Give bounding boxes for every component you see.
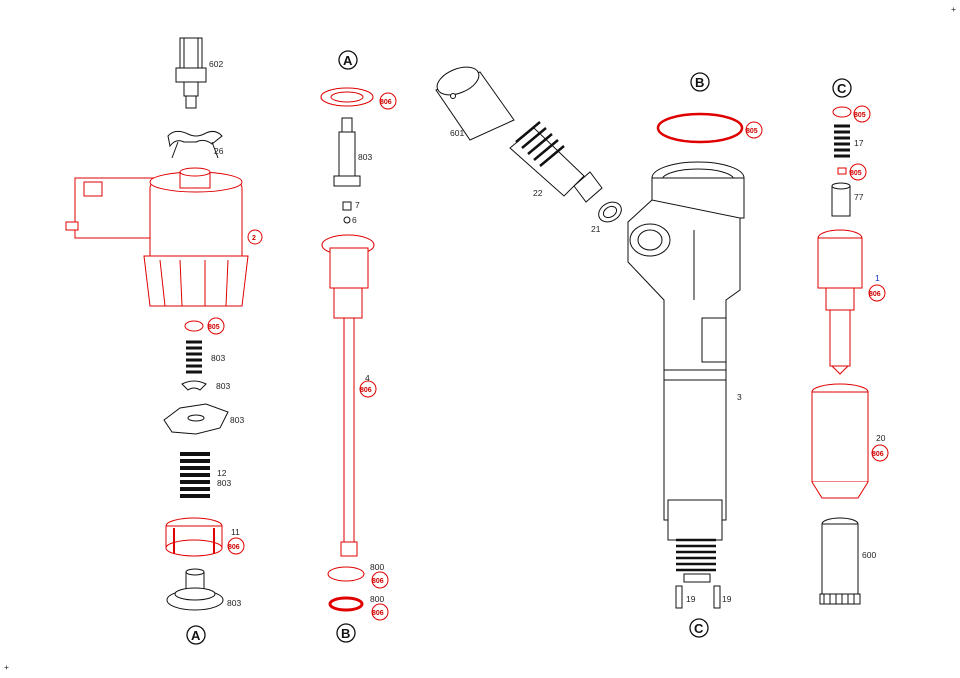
part-label-77: 77 [854, 192, 864, 202]
clip-leg-right [211, 141, 219, 159]
corner-marker-top-right: + [951, 4, 956, 14]
shim-800a [327, 566, 365, 582]
part-label-600: 600 [862, 550, 876, 560]
clip-leg-left [171, 141, 179, 159]
nozzle-nut-20 [811, 383, 869, 499]
part-label-12: 12 [217, 468, 227, 478]
ref-circle-b-left [336, 623, 356, 643]
part-label-803f: 803 [358, 152, 372, 162]
part-label-1: 1 [875, 273, 880, 283]
part-label-806f: 806 [869, 291, 881, 298]
ref-circle-a-bottom [186, 625, 206, 645]
part-label-21: 21 [591, 224, 601, 234]
part-label-805c: 805 [854, 112, 866, 119]
part-badge-806a [227, 537, 245, 555]
part-badge-805a [207, 317, 225, 335]
ref-circle-c-top [832, 78, 852, 98]
part-label-2: 2 [252, 235, 256, 242]
part-label-800b: 800 [370, 594, 384, 604]
ball-6 [343, 216, 351, 224]
protective-cap-601 [435, 66, 515, 141]
part-label-805d: 805 [850, 170, 862, 177]
part-label-7: 7 [355, 200, 360, 210]
part-badge-806g [871, 444, 889, 462]
part-label-803c: 803 [230, 415, 244, 425]
part-label-26: 26 [214, 146, 224, 156]
part-label-4: 4 [365, 373, 370, 383]
part-label-19a: 19 [686, 594, 696, 604]
spacer-77 [831, 185, 851, 217]
valve-piece-803 [166, 568, 224, 611]
part-label-602: 602 [209, 59, 223, 69]
ref-c-top: C [837, 81, 847, 96]
seal-805b [656, 112, 744, 144]
part-label-806d: 806 [372, 578, 384, 585]
ref-circle-b-top [690, 72, 710, 92]
ref-circle-a-top [338, 50, 358, 70]
valve-piston-4 [321, 234, 375, 557]
part-badge-806f [868, 284, 886, 302]
part-label-19b: 19 [722, 594, 732, 604]
shim-805d [837, 167, 847, 175]
part-label-806c: 806 [360, 387, 372, 394]
spring-17 [834, 124, 850, 158]
shim-805c [832, 106, 852, 118]
part-label-6: 6 [352, 215, 357, 225]
part-badge-806b [379, 92, 397, 110]
nozzle-1 [817, 229, 863, 375]
ball-seat-7 [342, 201, 352, 211]
part-label-805a: 805 [208, 324, 220, 331]
part-badge-806c [359, 380, 377, 398]
ref-b-top: B [695, 75, 704, 90]
part-label-806b: 806 [380, 99, 392, 106]
o-ring-800b [328, 596, 364, 612]
part-label-806e: 806 [372, 610, 384, 617]
part-badge-806d [371, 571, 389, 589]
part-label-11: 11 [231, 527, 240, 537]
edge-filter-22 [509, 121, 603, 203]
spring-12 [180, 452, 210, 498]
part-label-601: 601 [450, 128, 464, 138]
part-badge-2 [247, 229, 263, 245]
part-label-803b: 803 [216, 381, 230, 391]
part-badge-805d [849, 163, 867, 181]
ref-a-top: A [343, 53, 353, 68]
ref-b-left: B [341, 626, 350, 641]
retaining-clip-26 [167, 130, 223, 148]
part-label-805b: 805 [746, 128, 758, 135]
part-label-17: 17 [854, 138, 864, 148]
ref-circle-c-bottom [689, 618, 709, 638]
part-badge-805b [745, 121, 763, 139]
part-label-22: 22 [533, 188, 543, 198]
corner-marker-bottom-left: + [4, 662, 9, 672]
part-label-800a: 800 [370, 562, 384, 572]
spring-803 [186, 340, 202, 374]
ref-c-bottom: C [694, 621, 704, 636]
nut-ring-11 [165, 517, 223, 557]
solenoid-housing-2 [65, 167, 249, 307]
connector-plug-602 [175, 37, 207, 109]
part-label-3: 3 [737, 392, 742, 402]
washer-803 [181, 380, 207, 391]
ref-a-bottom: A [191, 628, 201, 643]
part-label-806g: 806 [872, 451, 884, 458]
part-badge-806e [371, 603, 389, 621]
shim-805 [184, 320, 204, 332]
protective-cap-600 [819, 517, 861, 605]
part-label-803e: 803 [227, 598, 241, 608]
part-label-803d: 803 [217, 478, 231, 488]
injector-body-3 [627, 161, 745, 609]
part-label-803a: 803 [211, 353, 225, 363]
part-label-20: 20 [876, 433, 886, 443]
part-label-806a: 806 [228, 544, 240, 551]
part-badge-805c [853, 105, 871, 123]
valve-bolt-803 [333, 117, 361, 187]
